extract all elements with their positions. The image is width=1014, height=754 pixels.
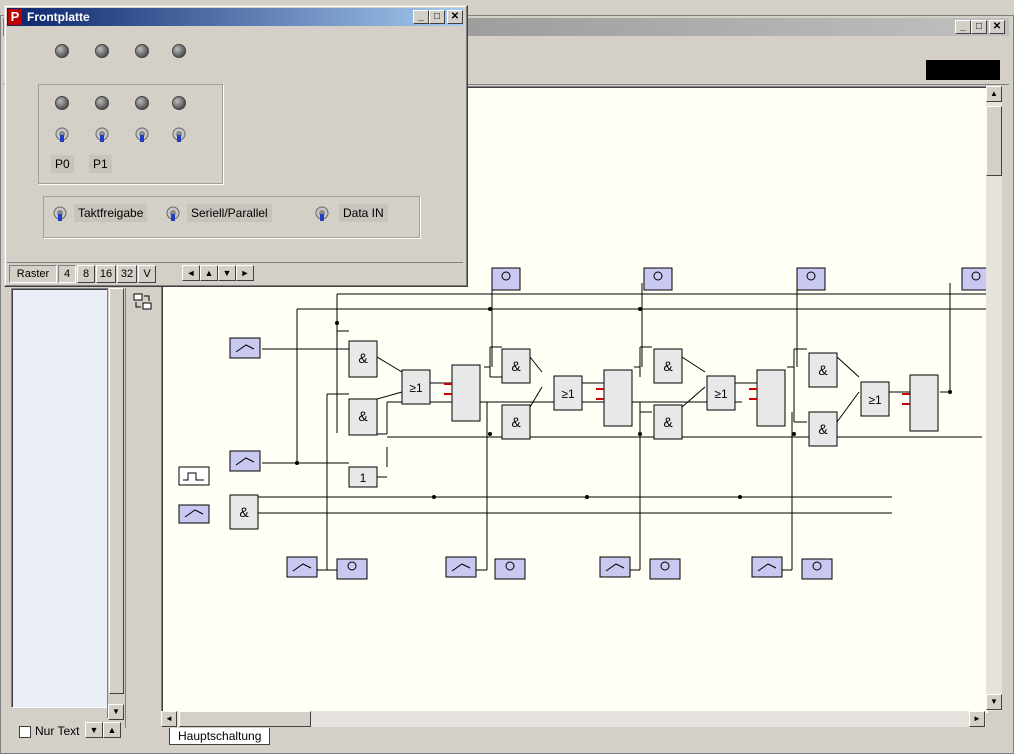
switch-label-p1: P1: [89, 155, 112, 173]
main-window: _ □ ✕ ▼ Nur Text ▼ ▲: [0, 15, 1014, 754]
vertical-scroll-thumb[interactable]: [986, 106, 1002, 176]
left-panel-scrollbar[interactable]: ▼: [107, 288, 124, 720]
close-button[interactable]: ✕: [989, 20, 1005, 34]
raster-bar: Raster 4 8 16 32 V ◄ ▲ ▼ ►: [7, 262, 463, 283]
left-panel-bottom: Nur Text ▼ ▲: [11, 718, 123, 742]
nur-text-label: Nur Text: [35, 724, 80, 738]
input-switches: [178, 337, 783, 578]
not-gate: [348, 466, 378, 488]
led-indicator: [55, 44, 69, 58]
sheet-tab-label: Hauptschaltung: [178, 729, 262, 743]
nav-left-button[interactable]: ◄: [182, 265, 200, 281]
front-panel-window: P Frontplatte _ □ ✕ P0 P1 Taktfreigabe S…: [4, 5, 468, 287]
scroll-left-button[interactable]: ◄: [161, 711, 177, 727]
swap-tool-icon[interactable]: [133, 292, 153, 312]
left-scroll-thumb[interactable]: [109, 288, 124, 694]
or-gate-label: ≥1: [714, 387, 728, 401]
switch-label-p0: P0: [51, 155, 74, 173]
toggle-switch-icon[interactable]: [135, 127, 149, 143]
scroll-up-button[interactable]: ▲: [986, 86, 1002, 102]
and-gate-label: &: [663, 414, 673, 430]
and-gate-label: &: [358, 408, 368, 424]
nav-down-button[interactable]: ▼: [218, 265, 236, 281]
switch-label-taktfreigabe: Taktfreigabe: [74, 204, 148, 222]
toggle-switch-icon[interactable]: [95, 127, 109, 143]
nur-text-checkbox[interactable]: [19, 726, 31, 738]
toggle-switch-icon[interactable]: [55, 127, 69, 143]
sheet-tab[interactable]: Hauptschaltung: [169, 728, 271, 745]
circuit-diagram: & & & & & & & & & ≥1 ≥1 ≥1 ≥1: [178, 267, 987, 580]
switch-label-data-in: Data IN: [339, 204, 388, 222]
toggle-switch-icon[interactable]: [315, 206, 329, 222]
not-gate-label: 1: [360, 471, 367, 485]
led-indicator: [55, 96, 69, 110]
front-panel-close-button[interactable]: ✕: [447, 10, 463, 24]
left-scroll-down-button[interactable]: ▼: [108, 704, 124, 720]
toggle-switch-icon[interactable]: [172, 127, 186, 143]
raster-option-4[interactable]: 4: [58, 265, 76, 283]
led-indicator: [135, 96, 149, 110]
canvas-vertical-scrollbar[interactable]: ▲ ▼: [986, 86, 1002, 711]
and-gate-label: &: [818, 362, 828, 378]
switch-group-box: [38, 84, 223, 184]
front-panel-maximize-button[interactable]: □: [429, 10, 445, 24]
toggle-switch-icon[interactable]: [166, 206, 180, 222]
lamp-boxes: [336, 267, 987, 580]
and-gate-label: &: [239, 504, 249, 520]
toggle-switch-icon[interactable]: [53, 206, 67, 222]
switch-label-seriell-parallel: Seriell/Parallel: [187, 204, 272, 222]
maximize-button[interactable]: □: [971, 20, 987, 34]
scroll-right-button[interactable]: ►: [969, 711, 985, 727]
nav-right-button[interactable]: ►: [236, 265, 254, 281]
front-panel-titlebar: P Frontplatte _ □ ✕: [7, 8, 463, 26]
left-nav-down-button[interactable]: ▼: [85, 722, 103, 738]
flip-flops: [451, 364, 939, 432]
led-indicator: [135, 44, 149, 58]
raster-bar-inner: Raster 4 8 16 32 V: [9, 265, 159, 283]
and-gate-label: &: [511, 358, 521, 374]
left-panel: [11, 288, 111, 708]
horizontal-scroll-thumb[interactable]: [179, 711, 311, 727]
or-gate-label: ≥1: [409, 381, 423, 395]
and-gate-label: &: [663, 358, 673, 374]
raster-option-v[interactable]: V: [138, 265, 156, 283]
and-gate-label: &: [358, 350, 368, 366]
tool-column: [125, 288, 160, 728]
app-logo-icon: P: [8, 9, 22, 25]
scroll-down-button[interactable]: ▼: [986, 694, 1002, 710]
status-display: [926, 60, 1000, 80]
front-panel-title: Frontplatte: [27, 10, 90, 24]
or-gate-label: ≥1: [868, 393, 882, 407]
front-panel-minimize-button[interactable]: _: [413, 10, 429, 24]
main-toolbar: [3, 56, 1009, 85]
control-group-box: [43, 196, 420, 238]
led-indicator: [172, 96, 186, 110]
nav-up-button[interactable]: ▲: [200, 265, 218, 281]
raster-option-16[interactable]: 16: [96, 265, 116, 283]
or-gate-label: ≥1: [561, 387, 575, 401]
canvas-horizontal-scrollbar[interactable]: ◄ ►: [161, 711, 986, 727]
raster-option-8[interactable]: 8: [77, 265, 95, 283]
led-indicator: [172, 44, 186, 58]
and-gate-label: &: [511, 414, 521, 430]
led-indicator: [95, 44, 109, 58]
raster-option-32[interactable]: 32: [117, 265, 137, 283]
left-nav-up-button[interactable]: ▲: [103, 722, 121, 738]
and-gates: [229, 340, 838, 530]
raster-label: Raster: [9, 265, 57, 283]
minimize-button[interactable]: _: [955, 20, 971, 34]
and-gate-label: &: [818, 421, 828, 437]
led-indicator: [95, 96, 109, 110]
or-gates: [401, 369, 890, 417]
